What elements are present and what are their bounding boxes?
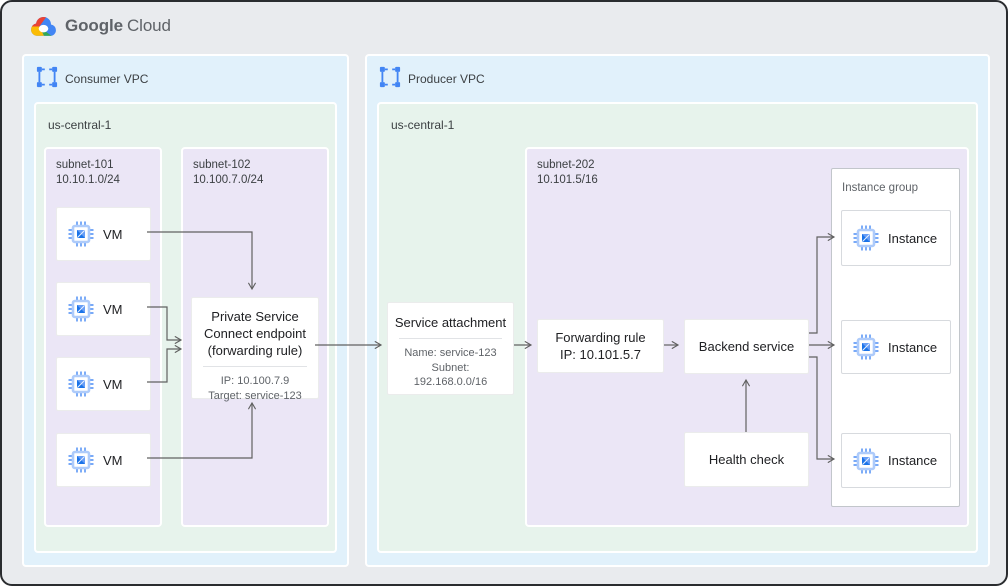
brand-word-cloud: Cloud bbox=[126, 16, 171, 35]
compute-engine-icon bbox=[68, 296, 94, 322]
forwarding-rule-label: Forwarding rule IP: 10.101.5.7 bbox=[555, 330, 646, 362]
compute-engine-icon bbox=[853, 334, 879, 360]
service-attachment-details: Name: service-123 Subnet: 192.168.0.0/16 bbox=[404, 347, 497, 388]
producer-region-label: us-central-1 bbox=[391, 118, 455, 132]
instance-group-container: Instance group Instance Instance Instanc… bbox=[831, 168, 960, 507]
google-cloud-logo-icon bbox=[30, 15, 57, 37]
compute-engine-icon bbox=[68, 371, 94, 397]
psc-endpoint-details: IP: 10.100.7.9 Target: service-123 bbox=[208, 375, 302, 402]
consumer-vpc-label: Consumer VPC bbox=[65, 72, 149, 86]
psc-endpoint-card: Private Service Connect endpoint (forwar… bbox=[191, 297, 319, 402]
compute-engine-icon bbox=[853, 225, 879, 251]
vm-label: VM bbox=[103, 301, 123, 317]
vm-card-2: VM bbox=[56, 282, 151, 336]
compute-engine-icon bbox=[853, 448, 879, 474]
instance-label: Instance bbox=[888, 230, 938, 246]
vm-card-1: VM bbox=[56, 207, 151, 261]
instance-card-1: Instance bbox=[841, 210, 951, 266]
instance-group-label: Instance group bbox=[842, 182, 919, 194]
vm-card-3: VM bbox=[56, 357, 151, 411]
subnet-102-container: subnet-102 10.100.7.0/24 Private Service… bbox=[181, 147, 329, 527]
compute-engine-icon bbox=[68, 447, 94, 473]
service-attachment-title: Service attachment bbox=[394, 315, 507, 330]
vm-label: VM bbox=[103, 376, 123, 392]
divider bbox=[399, 338, 502, 339]
backend-service-card: Backend service bbox=[684, 319, 809, 374]
subnet-102-label: subnet-102 10.100.7.0/24 bbox=[193, 159, 264, 186]
subnet-202-container: subnet-202 10.101.5/16 Forwarding rule I… bbox=[525, 147, 969, 527]
psc-endpoint-title: Private Service Connect endpoint (forwar… bbox=[204, 309, 306, 358]
instance-card-3: Instance bbox=[841, 433, 951, 488]
subnet-202-label: subnet-202 10.101.5/16 bbox=[537, 159, 598, 186]
instance-label: Instance bbox=[888, 339, 938, 355]
vpc-network-icon bbox=[36, 66, 58, 88]
brand-word-google: Google bbox=[65, 16, 123, 35]
forwarding-rule-card: Forwarding rule IP: 10.101.5.7 bbox=[537, 319, 664, 373]
subnet-101-container: subnet-101 10.10.1.0/24 VM VM VM VM bbox=[44, 147, 162, 527]
consumer-region-label: us-central-1 bbox=[48, 118, 112, 132]
consumer-vpc-container: Consumer VPC us-central-1 subnet-101 10.… bbox=[22, 54, 349, 567]
subnet-101-label: subnet-101 10.10.1.0/24 bbox=[56, 159, 120, 186]
divider bbox=[203, 366, 307, 367]
compute-engine-icon bbox=[68, 221, 94, 247]
producer-vpc-label: Producer VPC bbox=[408, 72, 485, 86]
producer-vpc-container: Producer VPC us-central-1 Service attach… bbox=[365, 54, 990, 567]
instance-card-2: Instance bbox=[841, 320, 951, 374]
instance-label: Instance bbox=[888, 453, 938, 468]
producer-region-container: us-central-1 Service attachment Name: se… bbox=[377, 102, 978, 553]
vpc-network-icon bbox=[379, 66, 401, 88]
health-check-card: Health check bbox=[684, 432, 809, 487]
vm-label: VM bbox=[103, 452, 123, 468]
vm-label: VM bbox=[103, 226, 123, 242]
vm-card-4: VM bbox=[56, 433, 151, 487]
service-attachment-card: Service attachment Name: service-123 Sub… bbox=[387, 302, 514, 395]
consumer-region-container: us-central-1 subnet-101 10.10.1.0/24 VM … bbox=[34, 102, 337, 553]
health-check-label: Health check bbox=[708, 452, 785, 467]
backend-service-label: Backend service bbox=[698, 339, 795, 354]
